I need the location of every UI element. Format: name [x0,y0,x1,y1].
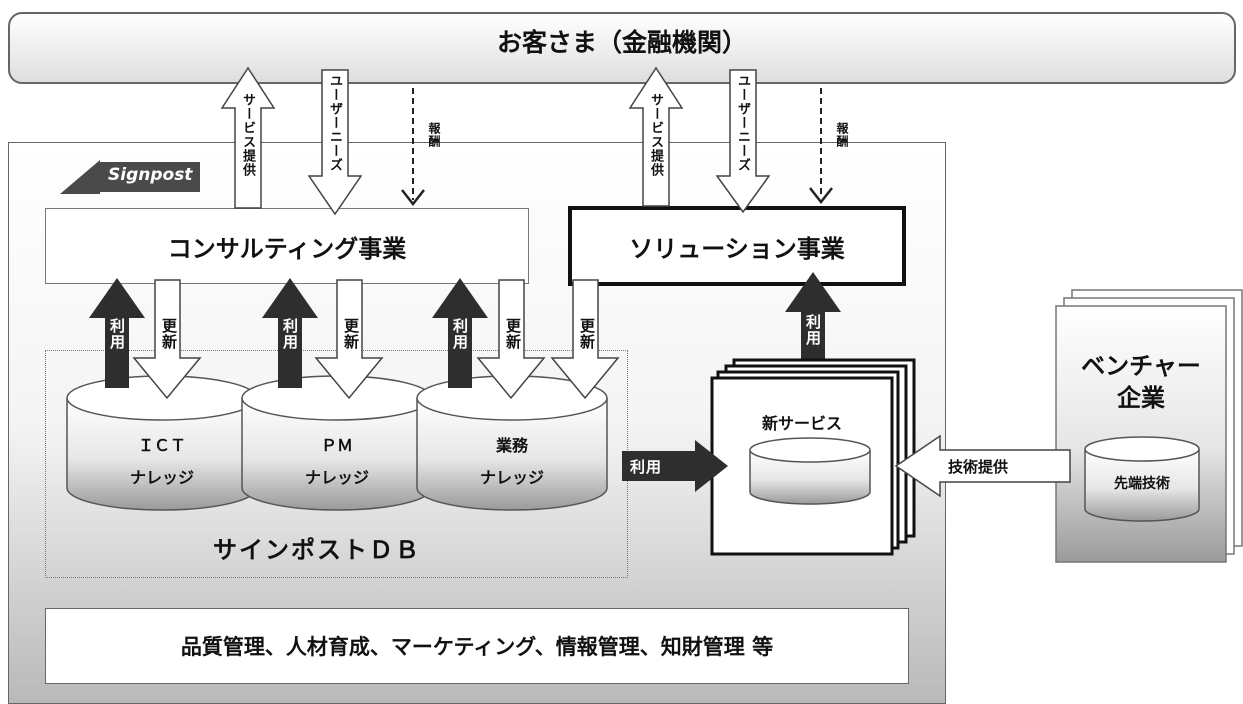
update-label-business: 更新 [504,318,522,350]
update-arrow-pm [314,279,384,400]
needs-arrow-2 [715,69,771,214]
fee-label-1: 報酬 [427,122,441,148]
update-label-ict: 更新 [160,318,178,350]
update-label-pm: 更新 [342,318,360,350]
business-line1: 業務 [495,436,528,455]
pm-line2: ナレッジ [304,468,369,487]
update-arrow-ict [132,279,202,400]
use-arrow-right [622,440,728,492]
use-right-label: 利用 [630,458,663,476]
new-service-label: 新サービス [761,414,842,433]
use-label-business: 利用 [451,318,469,350]
customer-bar: お客さま（金融機関） [8,12,1236,84]
update-arrow-solution [550,279,620,400]
ict-knowledge-label: ＩＣＴ ナレッジ [67,430,257,494]
pm-line1: ＰＭ [320,436,353,455]
use-arrow-ict [89,278,145,388]
use-arrow-new-service [785,272,841,380]
venture-label: ベンチャー 企業 [1056,350,1226,414]
service-arrow-1 [220,66,276,209]
db-cylinder-pm [241,375,433,511]
consulting-label: コンサルティング事業 [167,234,407,263]
management-box: 品質管理、人材育成、マーケティング、情報管理、知財管理 等 [45,608,909,684]
service-label-1: サービス提供 [240,93,255,177]
ict-line1: ＩＣＴ [137,436,186,455]
update-arrow-business [476,279,546,400]
use-arrow-pm [262,278,318,388]
tech-provision-label: 技術提供 [948,458,1009,476]
solution-label: ソリューション事業 [629,234,845,263]
needs-label-2: ユーザーニーズ [735,74,750,172]
ict-line2: ナレッジ [129,468,194,487]
use-arrow-business [432,278,488,388]
update-label-solution: 更新 [578,318,596,350]
logo-text: Signpost [108,165,193,185]
customer-label: お客さま（金融機関） [496,28,747,57]
advanced-tech-label: 先端技術 [1114,476,1170,492]
use-label-pm: 利用 [281,318,299,350]
tech-arrow [894,434,1071,498]
business-knowledge-label: 業務 ナレッジ [417,430,607,494]
venture-line2: 企業 [1117,384,1165,412]
needs-arrow-1 [307,69,363,216]
venture-line1: ベンチャー [1081,352,1201,380]
needs-label-1: ユーザーニーズ [327,74,342,172]
management-label: 品質管理、人材育成、マーケティング、情報管理、知財管理 等 [180,635,774,659]
logo-mark-icon [60,160,200,194]
fee-arrow-1 [401,88,425,207]
db-label: サインポストＤＢ [213,536,421,564]
solution-box: ソリューション事業 [568,206,906,286]
consulting-box: コンサルティング事業 [45,208,529,284]
service-label-2: サービス提供 [648,93,663,177]
signpost-logo: Signpost [60,158,210,194]
fee-label-2: 報酬 [835,122,849,148]
pm-knowledge-label: ＰＭ ナレッジ [242,430,432,494]
fee-arrow-2 [809,88,833,205]
advanced-tech-db-icon [1084,436,1200,522]
new-service-db-icon [749,437,871,505]
service-arrow-2 [628,66,684,207]
business-line2: ナレッジ [479,468,544,487]
use-label-ict: 利用 [108,318,126,350]
use-label-new-service: 利用 [804,314,822,346]
